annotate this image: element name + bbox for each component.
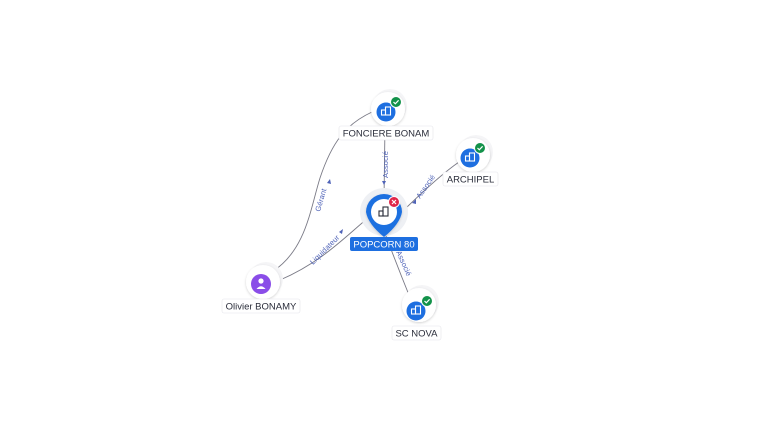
node-label: SC NOVA [395, 329, 438, 340]
node-label: POPCORN 80 [353, 240, 414, 251]
node-label: Olivier BONAMY [226, 302, 297, 313]
building-icon [410, 305, 422, 315]
node-label: ARCHIPEL [447, 175, 495, 186]
edge-label: Associé [394, 249, 413, 277]
node-label-box [221, 298, 301, 314]
edge-label: Associé [414, 173, 437, 200]
arrow-icon [339, 229, 343, 234]
edge-label: Associé [381, 151, 390, 178]
node-label: FONCIERE BONAM [343, 129, 430, 140]
arrow-icon [327, 179, 331, 184]
building-icon [378, 206, 389, 217]
node-fonciere-bonam[interactable]: FONCIERE BONAM [338, 89, 434, 141]
x-icon [388, 196, 400, 208]
node-label-box [338, 125, 434, 141]
building-icon [464, 152, 476, 162]
node-label-box [350, 237, 418, 251]
node-label-box [442, 171, 499, 187]
building-icon [380, 106, 392, 116]
check-icon [421, 295, 433, 307]
node-popcorn-80[interactable]: POPCORN 80 [350, 188, 418, 251]
node-olivier-bonamy[interactable]: Olivier BONAMY [221, 262, 301, 314]
person-icon [256, 278, 266, 289]
arrow-icon [382, 181, 386, 185]
node-label-box [391, 325, 442, 341]
arrow-icon [412, 199, 416, 204]
node-archipel[interactable]: ARCHIPEL [442, 135, 499, 187]
node-sc-nova[interactable]: SC NOVA [391, 285, 442, 341]
edge-label: Liquidateur [308, 233, 342, 267]
check-icon [390, 96, 402, 108]
check-icon [474, 142, 486, 154]
edge-label: Gérant [313, 187, 328, 213]
